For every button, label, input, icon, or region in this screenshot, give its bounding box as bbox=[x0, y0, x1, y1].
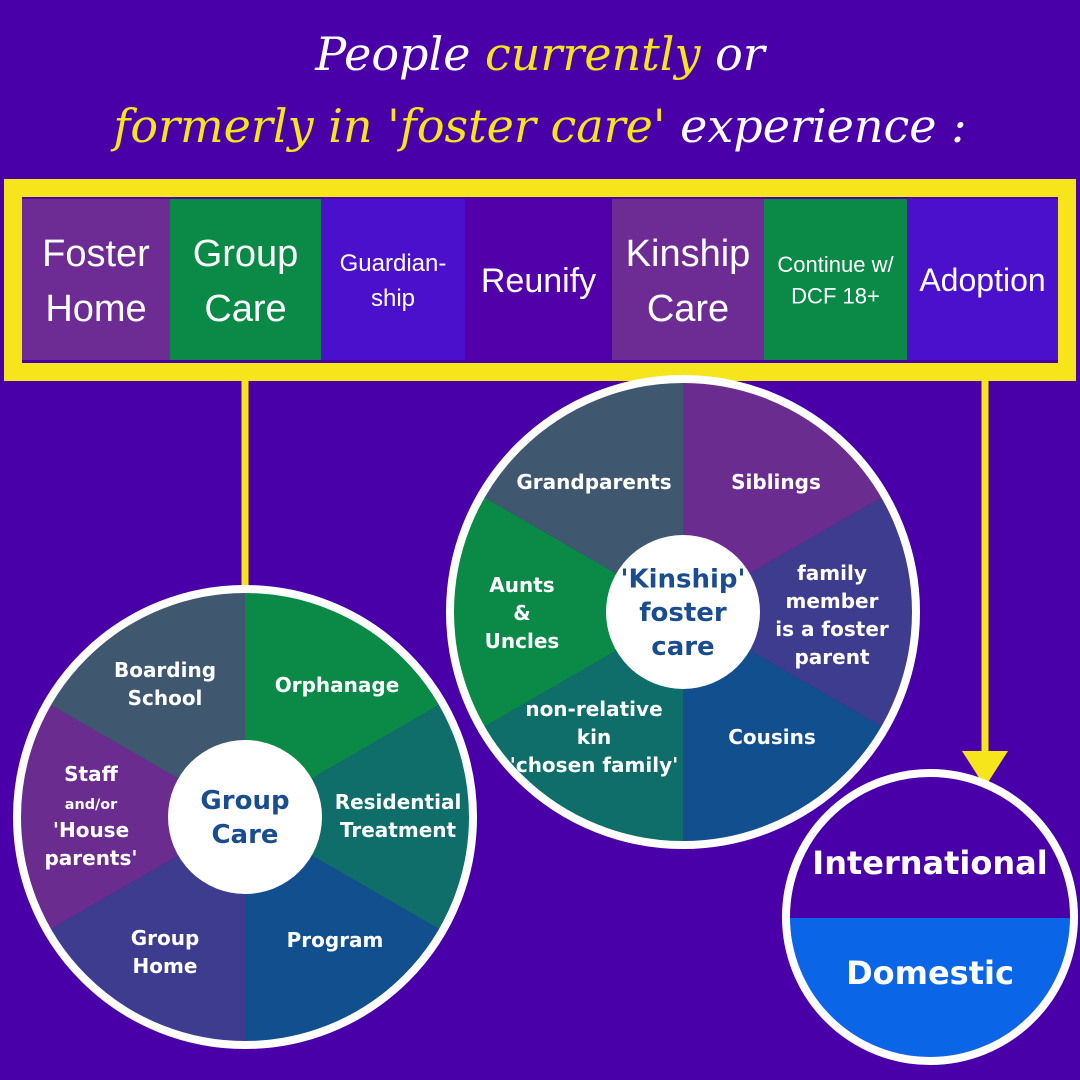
international-label: International bbox=[812, 844, 1047, 882]
kinship-hub-label: care bbox=[651, 632, 714, 662]
kinship-label-grandparents: Grandparents bbox=[516, 470, 671, 494]
category-kinship-care-label: Kinship bbox=[626, 233, 751, 275]
category-foster-home-label: Home bbox=[45, 288, 146, 330]
group-care-label-group-home: Home bbox=[133, 954, 198, 978]
group-care-wedge-residential-treatment bbox=[245, 698, 473, 936]
category-bar-frame bbox=[4, 179, 1076, 381]
domestic-label: Domestic bbox=[846, 954, 1014, 992]
group-care-label-residential-treatment: Residential bbox=[335, 790, 462, 814]
kinship-wedge-family-member-is-a-foster-parent bbox=[683, 490, 916, 734]
kinship-label-family-member-is-a-foster-parent: is a foster bbox=[775, 617, 889, 641]
group-care-label-staff-and-or-house-parents: and/or bbox=[65, 797, 118, 813]
category-guardian-ship-label: Guardian- bbox=[340, 250, 447, 277]
kinship-wheel: Siblings family member is a foster parentCou… bbox=[446, 375, 920, 849]
category-adoption-label: Adoption bbox=[919, 262, 1045, 298]
kinship-label-family-member-is-a-foster-parent: family bbox=[797, 561, 867, 585]
group-care-hub-label: Group bbox=[200, 786, 289, 816]
category-continue-w-dcf-18-segment bbox=[764, 199, 907, 360]
category-kinship-care-label: Care bbox=[647, 288, 729, 330]
kinship-hub bbox=[606, 535, 760, 689]
group-care-label-staff-and-or-house-parents: parents' bbox=[44, 846, 137, 870]
kinship-label-family-member-is-a-foster-parent: parent bbox=[794, 645, 869, 669]
group-care-label-staff-and-or-house-parents: Staff bbox=[64, 762, 118, 786]
category-reunify-label: Reunify bbox=[481, 262, 596, 300]
group-care-label-boarding-school: Boarding bbox=[114, 658, 216, 682]
category-guardian-ship-segment bbox=[321, 199, 465, 360]
kinship-label-non-relative-kin-chosen-family: kin bbox=[577, 725, 611, 749]
kinship-label-aunts-uncles: Uncles bbox=[485, 629, 560, 653]
group-care-label-staff-and-or-house-parents: 'House bbox=[53, 818, 129, 842]
page-title: People currently or formerly in 'foster … bbox=[0, 18, 1080, 162]
kinship-label-cousins: Cousins bbox=[728, 725, 816, 749]
kinship-label-non-relative-kin-chosen-family: 'chosen family' bbox=[510, 753, 679, 777]
category-continue-w-dcf-18-label: DCF 18+ bbox=[791, 284, 880, 309]
category-group-care-label: Group bbox=[193, 233, 299, 275]
category-continue-w-dcf-18-label: Continue w/ bbox=[777, 252, 894, 277]
category-guardian-ship-label: ship bbox=[371, 285, 415, 312]
kinship-hub-label: foster bbox=[639, 598, 727, 628]
arrow-adoption-head bbox=[962, 751, 1008, 787]
kinship-wedge-aunts-uncles bbox=[450, 490, 683, 734]
kinship-label-non-relative-kin-chosen-family: non-relative bbox=[525, 697, 662, 721]
group-care-label-orphanage: Orphanage bbox=[275, 673, 400, 697]
group-care-border bbox=[13, 585, 477, 1049]
title-line-2: formerly in 'foster care' experience : bbox=[113, 99, 967, 153]
kinship-hub-label: 'Kinship' bbox=[621, 564, 746, 594]
category-foster-home-segment bbox=[22, 199, 170, 360]
kinship-border bbox=[446, 375, 920, 849]
adoption-circle-border bbox=[782, 769, 1078, 1065]
kinship-label-aunts-uncles: & bbox=[513, 601, 530, 625]
kinship-label-aunts-uncles: Aunts bbox=[489, 573, 554, 597]
title-line-1: People currently or bbox=[315, 27, 765, 81]
kinship-label-siblings: Siblings bbox=[731, 470, 821, 494]
category-reunify-segment bbox=[465, 199, 612, 360]
domestic-half bbox=[790, 918, 1070, 1057]
category-group-care-segment bbox=[170, 199, 321, 360]
category-adoption-segment bbox=[907, 199, 1058, 360]
group-care-label-residential-treatment: Treatment bbox=[340, 818, 457, 842]
adoption-circle: International Domestic bbox=[782, 769, 1078, 1065]
group-care-label-group-home: Group bbox=[131, 926, 200, 950]
group-care-label-program: Program bbox=[287, 928, 384, 952]
group-care-hub-label: Care bbox=[211, 820, 278, 850]
category-group-care-label: Care bbox=[204, 288, 286, 330]
category-foster-home-label: Foster bbox=[42, 233, 150, 275]
kinship-label-family-member-is-a-foster-parent: member bbox=[786, 589, 879, 613]
group-care-hub bbox=[168, 740, 322, 894]
group-care-wedge-staff-and-or-house-parents bbox=[17, 698, 245, 936]
category-kinship-care-segment bbox=[612, 199, 764, 360]
group-care-label-boarding-school: School bbox=[128, 686, 203, 710]
